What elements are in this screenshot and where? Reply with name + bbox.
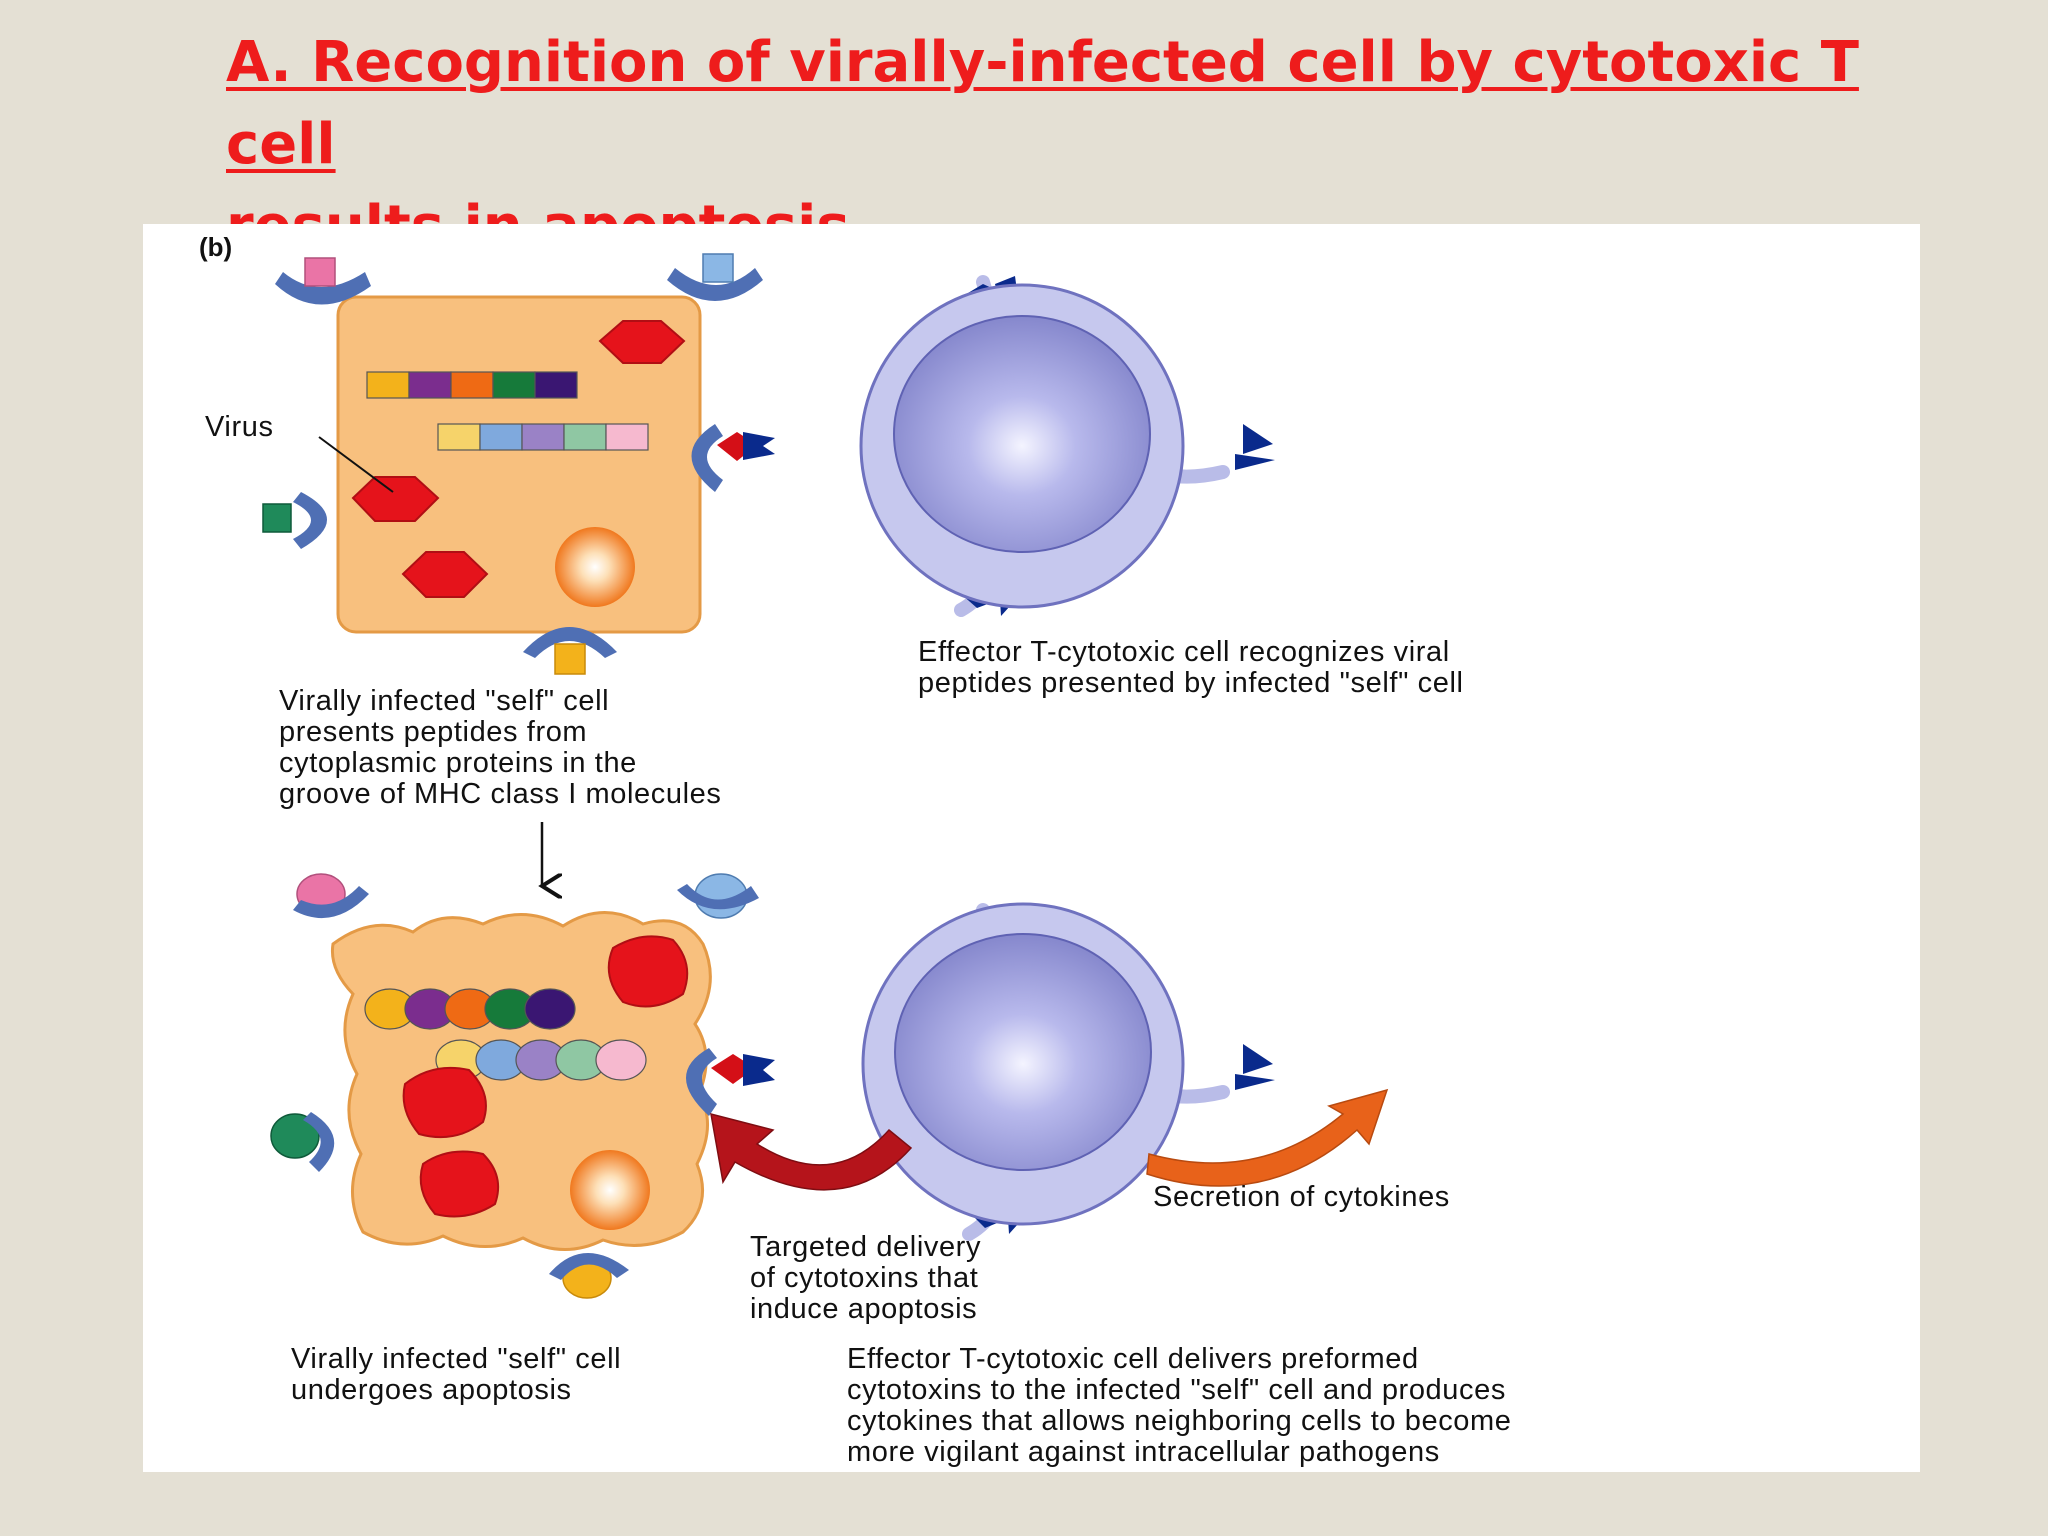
virus-hexagon <box>598 320 686 364</box>
peptide-block <box>492 371 536 399</box>
cytotoxin-arrow <box>710 1112 913 1191</box>
tcell-recognizes-caption: Effector T-cytotoxic cell recognizes vir… <box>918 636 1464 699</box>
peptide-block <box>479 423 523 451</box>
tcr-receptor <box>1243 424 1273 454</box>
diagram-canvas <box>262 253 1389 1299</box>
virus-blob <box>607 935 689 1008</box>
mhc-molecule <box>270 1112 335 1172</box>
virus-blob <box>402 1066 487 1139</box>
tcell-nucleus <box>893 315 1151 553</box>
granule <box>555 527 635 607</box>
mhc-molecule <box>667 253 763 301</box>
peptide-block <box>366 371 410 399</box>
panel-letter: (b) <box>199 232 233 262</box>
mhc-molecule <box>549 1252 629 1299</box>
tcr-receptor <box>1243 1044 1273 1074</box>
peptide-row-2-round <box>435 1039 647 1081</box>
mhc-molecule <box>523 627 617 675</box>
peptide-row-1 <box>366 371 578 399</box>
secretion-label: Secretion of cytokines <box>1153 1181 1450 1213</box>
peptide-block <box>563 423 607 451</box>
virus-pointer-line <box>318 436 394 493</box>
peptide-block <box>605 423 649 451</box>
tcell-effector <box>861 902 1275 1241</box>
granule <box>570 1150 650 1230</box>
virus-blob <box>419 1150 499 1218</box>
tcell <box>859 275 1275 617</box>
virus-hexagon <box>401 551 489 598</box>
virus-label: Virus <box>205 411 274 443</box>
peptide-block <box>408 371 452 399</box>
peptide-block <box>437 423 481 451</box>
peptide-row-2 <box>437 423 649 451</box>
diagram-panel: (b) Virus Virally infected "self" cell p… <box>143 224 1920 1472</box>
peptide-row-1-round <box>364 988 576 1030</box>
mhc-molecule <box>677 873 759 919</box>
apoptosis-caption: Virally infected "self" cell undergoes a… <box>291 1343 622 1406</box>
peptide-block <box>450 371 494 399</box>
tcell-delivers-caption: Effector T-cytotoxic cell delivers prefo… <box>847 1343 1512 1468</box>
peptide-block <box>534 371 578 399</box>
virus-hexagon <box>351 476 440 522</box>
mhc-molecule <box>275 257 371 305</box>
mhc-tcr-contact <box>691 424 775 492</box>
peptide-bead <box>595 1039 647 1081</box>
cytokine-arrow <box>1146 1088 1389 1187</box>
tcell-nucleus <box>894 933 1152 1171</box>
peptide-bead <box>524 988 576 1030</box>
mhc-molecule <box>262 492 327 549</box>
targeted-delivery-label: Targeted delivery of cytotoxins that ind… <box>750 1231 982 1325</box>
mhc-molecule <box>293 873 369 919</box>
infected-cell-caption: Virally infected "self" cell presents pe… <box>279 685 722 810</box>
peptide-block <box>521 423 565 451</box>
slide-title-line-1: A. Recognition of virally-infected cell … <box>226 30 1859 177</box>
mhc-tcr-contact <box>686 1048 775 1116</box>
